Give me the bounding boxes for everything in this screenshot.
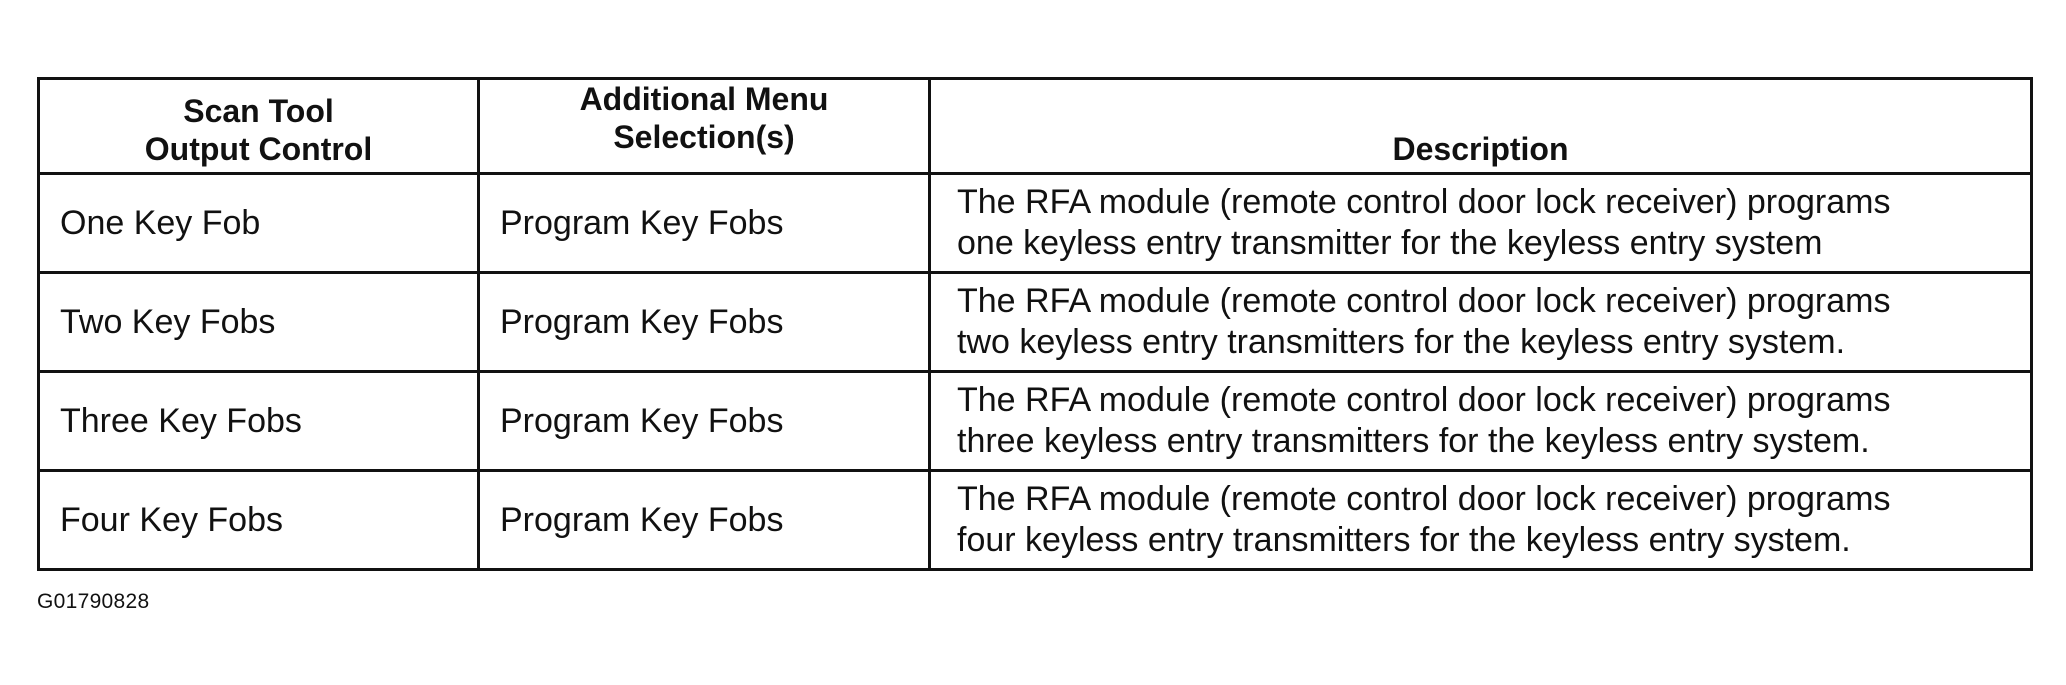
cell-menu-selection: Program Key Fobs (477, 172, 931, 274)
table-row: Four Key Fobs Program Key Fobs The RFA m… (37, 469, 2033, 571)
description-line: The RFA module (remote control door lock… (957, 480, 1891, 518)
scan-tool-output-table: Scan Tool Output Control Additional Menu… (37, 77, 2033, 571)
cell-menu-selection: Program Key Fobs (477, 370, 931, 472)
cell-description: The RFA module (remote control door lock… (928, 271, 2033, 373)
header-description: Description (928, 77, 2033, 175)
cell-description: The RFA module (remote control door lock… (928, 370, 2033, 472)
table-header-row: Scan Tool Output Control Additional Menu… (37, 77, 2033, 175)
description-line: one keyless entry transmitter for the ke… (957, 224, 1823, 262)
table-row: Three Key Fobs Program Key Fobs The RFA … (37, 370, 2033, 472)
cell-menu-selection: Program Key Fobs (477, 271, 931, 373)
table-row: Two Key Fobs Program Key Fobs The RFA mo… (37, 271, 2033, 373)
figure-code: G01790828 (37, 590, 150, 613)
description-line: four keyless entry transmitters for the … (957, 521, 1851, 559)
description-line: two keyless entry transmitters for the k… (957, 323, 1846, 361)
description-line: The RFA module (remote control door lock… (957, 381, 1891, 419)
description-line: The RFA module (remote control door lock… (957, 183, 1891, 221)
cell-output-control: One Key Fob (37, 172, 480, 274)
cell-output-control: Four Key Fobs (37, 469, 480, 571)
header-additional-menu-selections: Additional Menu Selection(s) (477, 77, 931, 175)
cell-description: The RFA module (remote control door lock… (928, 172, 2033, 274)
cell-output-control: Three Key Fobs (37, 370, 480, 472)
cell-menu-selection: Program Key Fobs (477, 469, 931, 571)
table-row: One Key Fob Program Key Fobs The RFA mod… (37, 172, 2033, 274)
description-line: The RFA module (remote control door lock… (957, 282, 1891, 320)
header-scan-tool-output-control: Scan Tool Output Control (37, 77, 480, 175)
cell-description: The RFA module (remote control door lock… (928, 469, 2033, 571)
description-line: three keyless entry transmitters for the… (957, 422, 1870, 460)
cell-output-control: Two Key Fobs (37, 271, 480, 373)
